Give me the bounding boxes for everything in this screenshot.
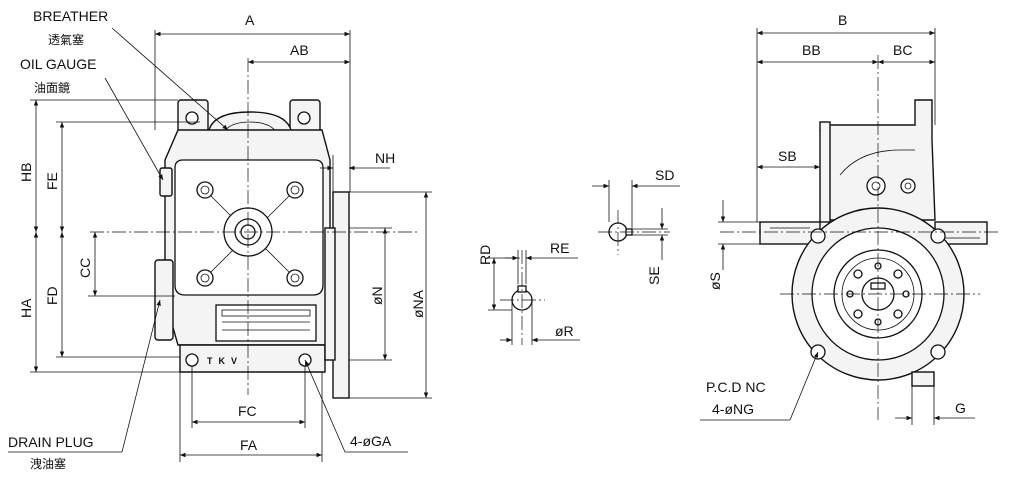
front-dimensions: A AB NH øN øNA HB FE CC FD [8, 8, 432, 471]
dim-fc: FC [238, 403, 257, 419]
side-housing [819, 99, 936, 221]
dim-ha: HA [18, 298, 34, 318]
dim-cc: CC [77, 258, 93, 278]
dim-hb: HB [18, 163, 34, 182]
dim-fe: FE [44, 172, 60, 190]
pcd-label: P.C.D NC [706, 379, 766, 395]
nameplate [215, 304, 317, 342]
front-view: TKV [90, 58, 420, 399]
dim-bb: BB [802, 42, 821, 58]
dim-ab: AB [290, 42, 309, 58]
oil-gauge-label: OIL GAUGE [20, 56, 97, 72]
dim-nh: NH [375, 150, 395, 166]
flange-holes-label: 4-øNG [712, 401, 754, 417]
dim-se: SE [646, 266, 662, 285]
side-dimensions: B BB BC SB øS G P.C.D NC 4-øNG [700, 12, 975, 425]
dim-na: øNA [410, 289, 426, 318]
drain-plug-side [154, 259, 174, 341]
breather-label-cn: 透氣塞 [48, 32, 84, 47]
base [179, 344, 326, 373]
dim-g: G [955, 400, 966, 416]
side-lug [819, 121, 831, 223]
dim-fd: FD [44, 286, 60, 305]
dim-a: A [245, 12, 255, 28]
dim-b: B [838, 12, 847, 28]
dim-bc: BC [893, 42, 912, 58]
dim-sd: SD [655, 167, 674, 183]
dim-sb: SB [778, 148, 797, 164]
dim-rd: RD [477, 245, 493, 265]
dim-re: RE [550, 240, 569, 256]
dim-s: øS [707, 272, 723, 290]
side-view [720, 55, 1000, 420]
dim-r: øR [555, 323, 574, 339]
drain-plug-label: DRAIN PLUG [8, 434, 94, 450]
nameplate-text: TKV [207, 356, 243, 366]
base-tab [911, 371, 935, 387]
dim-fa: FA [240, 437, 258, 453]
dim-n: øN [369, 286, 385, 305]
breather-dome [207, 111, 293, 136]
input-keyway-detail: SD SE [592, 167, 680, 285]
oil-gauge [159, 167, 173, 197]
output-keyway-detail: RD RE øR [477, 240, 580, 345]
drain-plug-label-cn: 洩油塞 [30, 456, 66, 471]
breather-label: BREATHER [33, 8, 108, 24]
oil-gauge-label-cn: 油面鏡 [34, 80, 70, 95]
foot-holes-label: 4-øGA [350, 433, 392, 449]
